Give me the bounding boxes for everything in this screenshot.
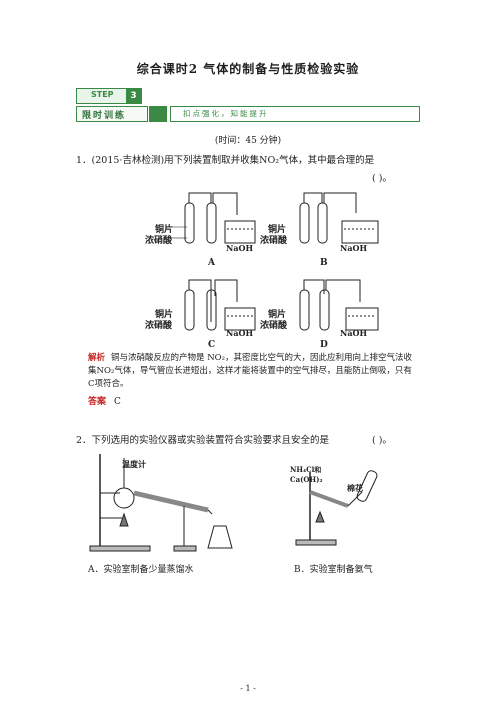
copper-label-d: 铜片	[268, 310, 287, 320]
analysis-text: 铜与浓硝酸反应的产物是 NO₂，其密度比空气的大，因此应利用向上排空气法收集NO…	[88, 353, 413, 389]
option-c-label: C	[208, 340, 216, 350]
section-subtitle: 扣点强化，知能提升	[183, 109, 269, 118]
option-a-label: A	[208, 258, 215, 268]
acid-label-d: 浓硝酸	[260, 321, 288, 331]
apparatus-c-figure	[184, 279, 256, 331]
naoh-label-b: NaOH	[340, 243, 368, 253]
reaction-tube	[184, 202, 195, 244]
answer-tag: 答案	[88, 397, 107, 407]
copper-label-b: 铜片	[268, 225, 287, 235]
ammonia-apparatus-figure	[295, 470, 378, 546]
reagent-label-line1: NH₄Cl和	[290, 465, 322, 474]
apparatus-b-figure	[299, 192, 379, 244]
section-subtitle-box: 扣点强化，知能提升	[170, 106, 420, 122]
step-label: STEP	[91, 90, 114, 99]
acid-label-a: 浓硝酸	[145, 236, 173, 246]
step-number: 3	[126, 89, 141, 103]
question-1-text: 1．(2015·吉林检测)用下列装置制取并收集NO₂气体，其中最合理的是	[76, 155, 375, 166]
answer-value: C	[114, 397, 121, 407]
reagent-label-line2: Ca(OH)₂	[290, 475, 323, 484]
option-b-label: B	[320, 258, 328, 268]
collection-tube	[206, 202, 217, 244]
question-2-answer-paren: ( )。	[372, 435, 392, 446]
section-label: 限时训练	[82, 111, 127, 121]
question-1-answer-paren: ( )。	[372, 173, 392, 184]
time-note: (时间：45 分钟)	[214, 136, 282, 146]
option-d-label: D	[320, 340, 328, 350]
question-2-text: 2．下列选用的实验仪器或实验装置符合实验要求且安全的是	[76, 435, 330, 446]
acid-label-b: 浓硝酸	[260, 236, 288, 246]
section-label-box: 限时训练	[76, 106, 148, 122]
page-title: 综合课时2 气体的制备与性质检验实验	[136, 62, 360, 76]
question-2-option-b: B．实验室制备氨气	[294, 565, 373, 575]
naoh-label-a: NaOH	[226, 243, 254, 253]
analysis-tag: 解析	[88, 353, 106, 363]
copper-label-c: 铜片	[155, 310, 174, 320]
question-2-option-a: A．实验室制备少量蒸馏水	[88, 565, 194, 575]
analysis-paragraph: 解析铜与浓硝酸反应的产物是 NO₂，其密度比空气的大，因此应利用向上排空气法收集…	[88, 352, 418, 391]
naoh-label-d: NaOH	[340, 328, 368, 338]
naoh-label-c: NaOH	[226, 328, 254, 338]
copper-label-a: 铜片	[155, 225, 174, 235]
section-square	[149, 106, 167, 122]
cotton-label: 棉花	[347, 483, 363, 493]
step-badge: STEP 3	[76, 88, 142, 104]
page-number: - 1 -	[240, 684, 256, 693]
apparatus-a-figure	[165, 192, 256, 244]
answer-line: 答案 C	[88, 394, 121, 407]
distillation-apparatus-figure	[89, 454, 233, 552]
thermometer-label: 温度计	[122, 459, 146, 469]
apparatus-d-figure	[299, 279, 379, 331]
acid-label-c: 浓硝酸	[145, 321, 173, 331]
